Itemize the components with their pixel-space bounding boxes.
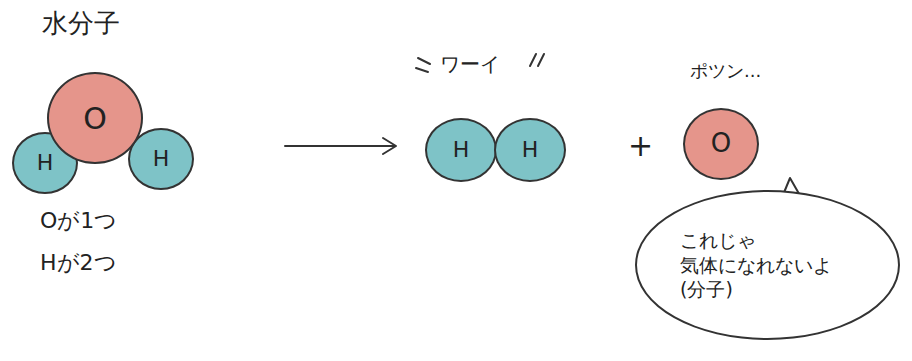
hydrogen-atom: H (494, 118, 566, 182)
oxygen-atom: O (47, 72, 143, 164)
atom-symbol: H (37, 149, 54, 178)
atom-symbol: H (522, 136, 539, 165)
molecule-title: 水分子 (42, 8, 120, 39)
sparkle-mark (530, 54, 536, 66)
hydrogen-atom: H (425, 118, 497, 182)
atom-symbol: O (711, 127, 731, 161)
atom-count-note: Hが2つ (40, 250, 117, 276)
atom-symbol: H (153, 145, 170, 174)
atom-symbol: H (453, 136, 470, 165)
oxygen-atom: O (683, 108, 759, 180)
atom-symbol: O (83, 99, 107, 138)
reaction-arrow (285, 145, 395, 147)
atom-count-note: Oが1つ (40, 208, 117, 234)
speech-bubble: これじゃ 気体になれないよ (分子) (635, 190, 900, 340)
sparkle-mark (538, 54, 544, 66)
sparkle-mark (416, 68, 428, 72)
plus-sign: + (628, 128, 653, 164)
arrow-head (383, 138, 396, 154)
speech-text: これじゃ 気体になれないよ (分子) (680, 228, 855, 302)
exclamation: ワーイ (440, 52, 500, 76)
sparkle-mark (418, 58, 430, 64)
exclamation: ポツン... (690, 60, 761, 82)
